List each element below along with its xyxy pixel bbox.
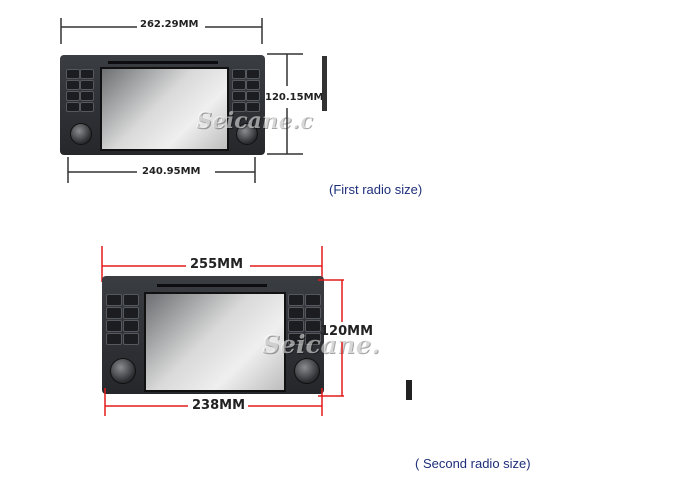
right-tune-knob	[236, 123, 258, 145]
bottom-width-label: 238MM	[192, 398, 246, 413]
top-width-label: 255MM	[190, 257, 244, 272]
left-volume-knob	[110, 358, 136, 384]
second-radio-figure: 255MM Seicane.	[90, 240, 420, 420]
left-button-column	[106, 294, 140, 354]
left-volume-knob	[70, 123, 92, 145]
cropped-edge	[322, 56, 327, 111]
cropped-edge	[406, 380, 412, 400]
height-label: 120.15MM	[265, 92, 324, 103]
left-button-column	[66, 69, 96, 121]
right-tune-knob	[294, 358, 320, 384]
watermark-logo: Seicane.c	[196, 108, 313, 134]
radio-unit	[60, 55, 265, 155]
touch-screen	[144, 292, 286, 392]
second-radio-caption: ( Second radio size)	[415, 456, 531, 471]
first-radio-caption: (First radio size)	[329, 182, 423, 197]
right-button-column	[232, 69, 262, 121]
touch-screen	[100, 67, 229, 151]
top-dimension-line	[60, 18, 263, 44]
right-button-column	[288, 294, 322, 354]
bottom-dimension-line	[67, 157, 256, 183]
watermark-logo: Seicane.	[262, 330, 380, 359]
first-radio-figure: 262.29MM Seicane.c	[0, 0, 330, 200]
bottom-dimension-line	[104, 388, 323, 416]
height-dimension-line	[267, 53, 303, 155]
radio-unit	[102, 276, 324, 394]
disc-slot	[157, 284, 267, 287]
disc-slot	[108, 61, 218, 64]
top-width-label: 262.29MM	[140, 19, 199, 30]
height-label: 120MM	[320, 324, 374, 339]
bottom-width-label: 240.95MM	[142, 166, 201, 177]
